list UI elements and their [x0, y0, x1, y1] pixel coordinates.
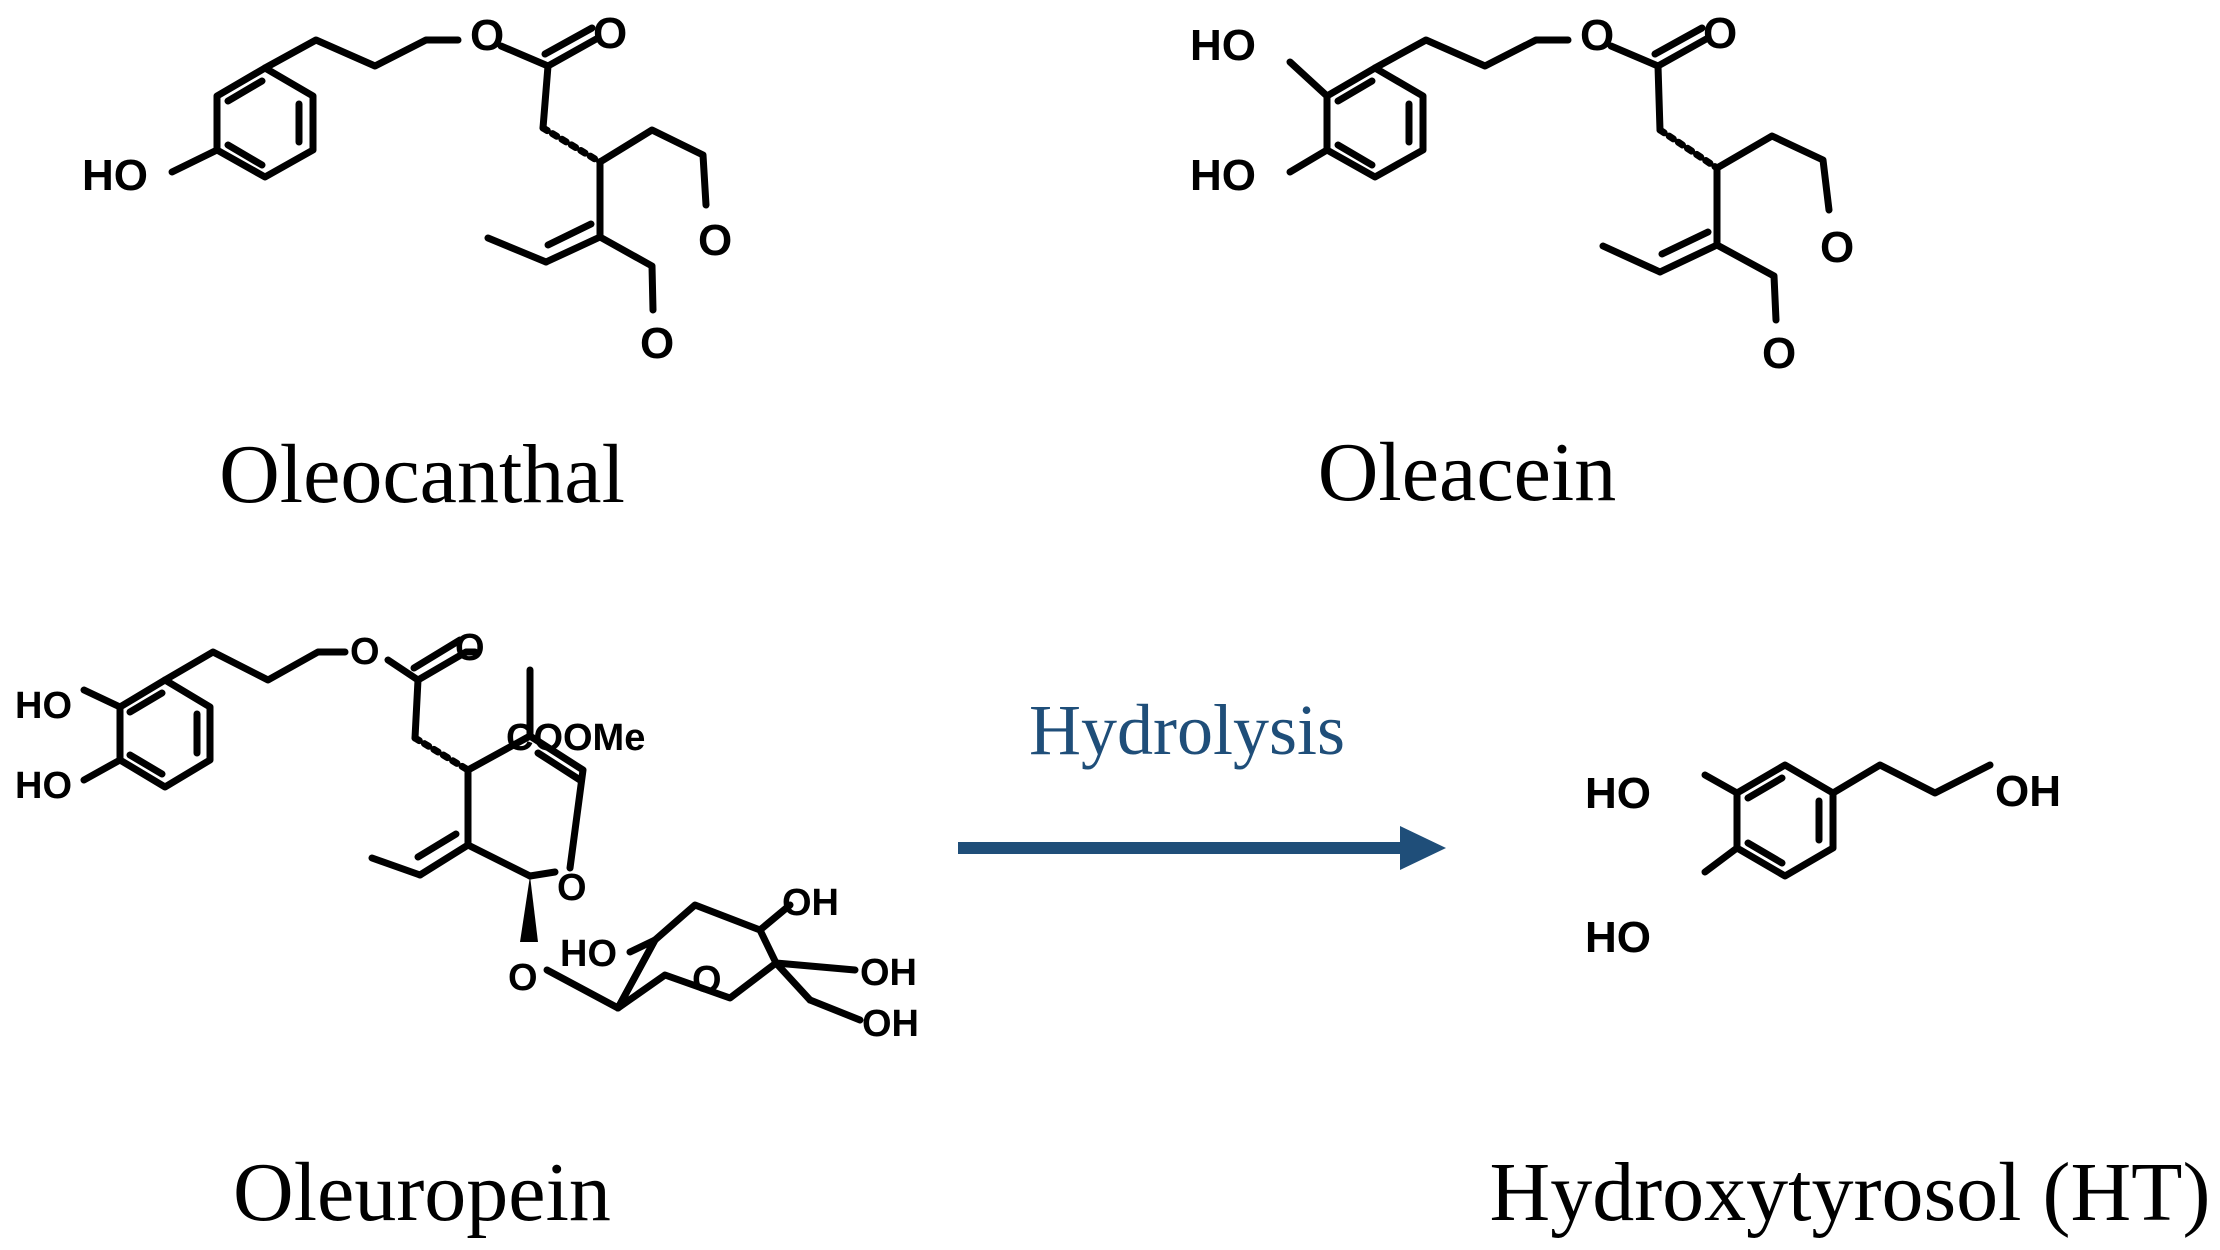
- oleocanthal-aldehyde-oxygen-2: O: [640, 319, 674, 368]
- oleuropein-ring-oxygen: O: [557, 867, 587, 909]
- oleocanthal-structure: O O O O HO: [82, 9, 732, 368]
- hydroxytyrosol-alcohol-oh: OH: [1995, 767, 2061, 816]
- oleuropein-ester-oxygen: O: [350, 631, 380, 673]
- oleuropein-hydroxyl-top: HO: [15, 685, 72, 727]
- oleocanthal-carbonyl-oxygen: O: [593, 9, 627, 58]
- oleuropein-structure: HO HO O O COOMe O O O OH HO OH OH: [15, 627, 919, 1045]
- oleuropein-caption: Oleuropein: [233, 1146, 611, 1239]
- oleuropein-sugar-hydroxyl-left: HO: [560, 933, 617, 975]
- oleuropein-sugar-hydroxyl-ch2: OH: [862, 1003, 919, 1045]
- oleuropein-carbonyl-oxygen: O: [455, 627, 485, 669]
- oleuropein-hydroxyl-bottom: HO: [15, 765, 72, 807]
- hydroxytyrosol-caption: Hydroxytyrosol (HT): [1490, 1146, 2211, 1239]
- oleuropein-glycosidic-oxygen: O: [508, 957, 538, 999]
- oleuropein-sugar-hydroxyl-right: OH: [860, 952, 917, 994]
- oleocanthal-caption: Oleocanthal: [219, 428, 625, 521]
- oleacein-carbonyl-oxygen: O: [1703, 9, 1737, 58]
- oleuropein-ester-group: COOMe: [506, 717, 645, 759]
- oleacein-hydroxyl-bottom: HO: [1190, 151, 1256, 200]
- oleuropein-sugar-ring-oxygen: O: [692, 959, 722, 1001]
- oleacein-hydroxyl-top: HO: [1190, 21, 1256, 70]
- oleacein-ester-oxygen: O: [1580, 11, 1614, 60]
- oleocanthal-ester-oxygen: O: [470, 11, 504, 60]
- hydroxytyrosol-structure: HO HO OH: [1585, 761, 2061, 962]
- oleacein-caption: Oleacein: [1318, 426, 1616, 519]
- oleacein-structure: HO HO O O O O: [1190, 9, 1854, 378]
- hydrolysis-reaction-arrow: Hydrolysis: [958, 690, 1446, 870]
- hydrolysis-label: Hydrolysis: [1029, 690, 1345, 770]
- hydroxytyrosol-hydroxyl-top: HO: [1585, 769, 1651, 818]
- hydroxytyrosol-hydroxyl-bottom: HO: [1585, 913, 1651, 962]
- oleocanthal-hydroxyl-label: HO: [82, 151, 148, 200]
- oleacein-aldehyde-oxygen-1: O: [1820, 223, 1854, 272]
- oleacein-aldehyde-oxygen-2: O: [1762, 329, 1796, 378]
- oleocanthal-aldehyde-oxygen-1: O: [698, 216, 732, 265]
- oleuropein-sugar-hydroxyl-top: OH: [782, 882, 839, 924]
